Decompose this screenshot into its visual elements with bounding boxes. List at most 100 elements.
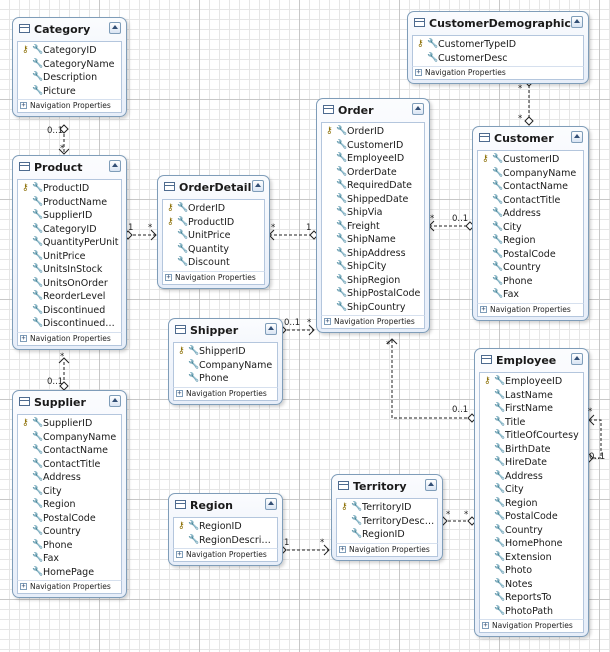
entity-customerdemographic[interactable]: CustomerDemographic ⚷🔧CustomerTypeID🔧Cus… xyxy=(407,11,589,84)
property-row[interactable]: 🔧CategoryName xyxy=(18,58,121,72)
property-row[interactable]: ⚷🔧EmployeeID xyxy=(480,375,583,389)
property-row[interactable]: 🔧Fax xyxy=(478,288,583,302)
property-row[interactable]: 🔧Notes xyxy=(480,578,583,592)
property-row[interactable]: 🔧Address xyxy=(478,207,583,221)
entity-category[interactable]: Category ⚷🔧CategoryID🔧CategoryName🔧Descr… xyxy=(12,17,127,117)
property-row[interactable]: 🔧Address xyxy=(480,470,583,484)
property-row[interactable]: 🔧Phone xyxy=(174,372,277,386)
assoc-employee-order[interactable] xyxy=(391,340,472,419)
expand-icon[interactable]: + xyxy=(480,304,487,313)
property-row[interactable]: 🔧ShipPostalCode xyxy=(322,287,424,301)
property-row[interactable]: 🔧Quantity xyxy=(163,243,264,257)
entity-order[interactable]: Order ⚷🔧OrderID🔧CustomerID🔧EmployeeID🔧Or… xyxy=(316,98,430,333)
collapse-button[interactable] xyxy=(109,22,121,34)
property-row[interactable]: 🔧City xyxy=(478,221,583,235)
property-row[interactable]: 🔧Region xyxy=(480,497,583,511)
expand-icon[interactable]: + xyxy=(165,272,172,281)
navigation-properties[interactable]: +Navigation Properties xyxy=(336,542,438,557)
collapse-button[interactable] xyxy=(109,160,121,172)
property-row[interactable]: 🔧QuantityPerUnit xyxy=(18,236,121,250)
property-row[interactable]: 🔧Region xyxy=(18,498,121,512)
property-row[interactable]: 🔧ContactName xyxy=(478,180,583,194)
property-row[interactable]: 🔧TitleOfCourtesy xyxy=(480,429,583,443)
property-row[interactable]: ⚷🔧OrderID xyxy=(163,202,264,216)
collapse-button[interactable] xyxy=(571,131,583,143)
expand-icon[interactable]: + xyxy=(415,68,422,76)
property-row[interactable]: 🔧CategoryID xyxy=(18,223,121,237)
navigation-properties[interactable]: +Navigation Properties xyxy=(412,66,584,80)
navigation-properties[interactable]: +Navigation Properties xyxy=(17,580,122,594)
property-row[interactable]: 🔧ShipCountry xyxy=(322,301,424,315)
property-row[interactable]: 🔧PostalCode xyxy=(18,512,121,526)
property-row[interactable]: 🔧RegionID xyxy=(337,528,437,542)
expand-icon[interactable]: + xyxy=(176,550,183,558)
navigation-properties[interactable]: +Navigation Properties xyxy=(162,270,265,285)
navigation-properties[interactable]: +Navigation Properties xyxy=(17,331,122,346)
property-row[interactable]: 🔧OrderDate xyxy=(322,166,424,180)
expand-icon[interactable]: + xyxy=(20,582,27,590)
collapse-button[interactable] xyxy=(412,103,424,115)
property-row[interactable]: 🔧RequiredDate xyxy=(322,179,424,193)
expand-icon[interactable]: + xyxy=(176,388,183,397)
collapse-button[interactable] xyxy=(571,16,583,28)
property-row[interactable]: ⚷🔧ShipperID xyxy=(174,345,277,359)
entity-product[interactable]: Product ⚷🔧ProductID🔧ProductName🔧Supplier… xyxy=(12,155,127,350)
property-row[interactable]: ⚷🔧CustomerTypeID xyxy=(413,38,583,52)
collapse-button[interactable] xyxy=(265,323,277,335)
property-row[interactable]: 🔧ShipAddress xyxy=(322,247,424,261)
property-row[interactable]: 🔧RegionDescript... xyxy=(174,534,277,548)
property-row[interactable]: 🔧SupplierID xyxy=(18,209,121,223)
property-row[interactable]: 🔧TerritoryDescri... xyxy=(337,515,437,529)
collapse-button[interactable] xyxy=(265,498,277,510)
property-row[interactable]: ⚷🔧RegionID xyxy=(174,520,277,534)
property-row[interactable]: 🔧HomePage xyxy=(18,566,121,580)
property-row[interactable]: 🔧Phone xyxy=(478,275,583,289)
expand-icon[interactable]: + xyxy=(20,101,27,109)
property-row[interactable]: 🔧Country xyxy=(18,525,121,539)
property-row[interactable]: 🔧Picture xyxy=(18,85,121,99)
navigation-properties[interactable]: +Navigation Properties xyxy=(321,315,425,329)
property-row[interactable]: 🔧Discount xyxy=(163,256,264,270)
property-row[interactable]: 🔧UnitsInStock xyxy=(18,263,121,277)
property-row[interactable]: 🔧HomePhone xyxy=(480,537,583,551)
property-row[interactable]: 🔧UnitsOnOrder xyxy=(18,277,121,291)
collapse-button[interactable] xyxy=(109,395,121,407)
property-row[interactable]: 🔧LastName xyxy=(480,389,583,403)
property-row[interactable]: 🔧ProductName xyxy=(18,196,121,210)
expand-icon[interactable]: + xyxy=(20,333,27,342)
property-row[interactable]: ⚷🔧ProductID xyxy=(18,182,121,196)
collapse-button[interactable] xyxy=(425,479,437,491)
entity-orderdetail[interactable]: OrderDetail ⚷🔧OrderID⚷🔧ProductID🔧UnitPri… xyxy=(157,175,270,289)
property-row[interactable]: 🔧CustomerID xyxy=(322,139,424,153)
property-row[interactable]: 🔧HireDate xyxy=(480,456,583,470)
property-row[interactable]: 🔧ShipRegion xyxy=(322,274,424,288)
property-row[interactable]: ⚷🔧ProductID xyxy=(163,216,264,230)
property-row[interactable]: 🔧ReorderLevel xyxy=(18,290,121,304)
property-row[interactable]: 🔧Fax xyxy=(18,552,121,566)
property-row[interactable]: 🔧Photo xyxy=(480,564,583,578)
property-row[interactable]: 🔧Title xyxy=(480,416,583,430)
property-row[interactable]: ⚷🔧SupplierID xyxy=(18,417,121,431)
property-row[interactable]: 🔧UnitPrice xyxy=(18,250,121,264)
entity-customer[interactable]: Customer ⚷🔧CustomerID🔧CompanyName🔧Contac… xyxy=(472,126,589,321)
property-row[interactable]: 🔧DiscontinuedD... xyxy=(18,317,121,331)
property-row[interactable]: 🔧PostalCode xyxy=(478,248,583,262)
entity-supplier[interactable]: Supplier ⚷🔧SupplierID🔧CompanyName🔧Contac… xyxy=(12,390,127,598)
property-row[interactable]: 🔧Phone xyxy=(18,539,121,553)
property-row[interactable]: 🔧CompanyName xyxy=(478,167,583,181)
property-row[interactable]: 🔧Description xyxy=(18,71,121,85)
expand-icon[interactable]: + xyxy=(324,317,331,325)
property-row[interactable]: ⚷🔧TerritoryID xyxy=(337,501,437,515)
property-row[interactable]: 🔧CustomerDesc xyxy=(413,52,583,66)
navigation-properties[interactable]: +Navigation Properties xyxy=(479,619,584,633)
property-row[interactable]: 🔧CompanyName xyxy=(18,431,121,445)
property-row[interactable]: 🔧Discontinued xyxy=(18,304,121,318)
entity-territory[interactable]: Territory ⚷🔧TerritoryID🔧TerritoryDescri.… xyxy=(331,474,443,561)
property-row[interactable]: 🔧Freight xyxy=(322,220,424,234)
entity-employee[interactable]: Employee ⚷🔧EmployeeID🔧LastName🔧FirstName… xyxy=(474,348,589,637)
expand-icon[interactable]: + xyxy=(339,544,346,553)
property-row[interactable]: ⚷🔧CategoryID xyxy=(18,44,121,58)
property-row[interactable]: 🔧Region xyxy=(478,234,583,248)
property-row[interactable]: 🔧UnitPrice xyxy=(163,229,264,243)
property-row[interactable]: 🔧Extension xyxy=(480,551,583,565)
